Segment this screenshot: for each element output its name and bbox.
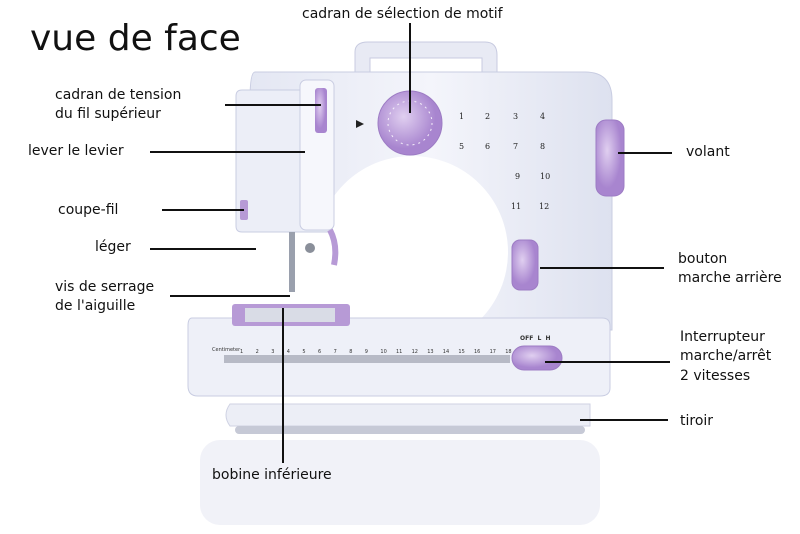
thread-cutter [240, 200, 248, 220]
leader-line [225, 104, 321, 106]
speed-switch[interactable] [511, 345, 563, 371]
stitch-number: 5 [459, 142, 465, 151]
label-tension-dial-line1: cadran de tension [55, 87, 182, 103]
label-switch-line2: marche/arrêt [680, 348, 772, 364]
leader-line [545, 361, 670, 363]
label-bobbin: bobine inférieure [212, 467, 332, 483]
stitch-number: 12 [539, 202, 550, 211]
ruler [224, 355, 510, 363]
leader-line [282, 308, 284, 463]
drawer[interactable] [225, 403, 591, 427]
stitch-number: 4 [540, 112, 546, 121]
ruler-number: 6 [318, 349, 322, 355]
stitch-number: 1 [459, 112, 465, 121]
switch-positions: OFF L H [520, 335, 551, 342]
ruler-number: 14 [442, 349, 450, 355]
ruler-number: 17 [489, 349, 496, 355]
label-thread-cutter: coupe-fil [58, 202, 119, 218]
needle-bar [289, 232, 295, 292]
label-switch-line1: Interrupteur [680, 329, 765, 345]
stitch-number: 9 [515, 172, 521, 181]
label-reverse-line1: bouton [678, 251, 728, 267]
tension-dial[interactable] [315, 88, 327, 133]
label-pattern-dial: cadran de sélection de motif [302, 6, 503, 22]
label-switch-line3: 2 vitesses [680, 368, 751, 384]
stitch-panel: 1 2 3 4 5 6 7 8 9 10 11 12 [455, 110, 565, 220]
label-needle-screw-line2: de l'aiguille [55, 298, 136, 314]
ruler-number: 9 [364, 349, 368, 355]
ruler-number: 15 [458, 349, 465, 355]
leader-line [540, 267, 664, 269]
leader-line [150, 248, 256, 250]
ruler-label: Centimeter [212, 347, 241, 353]
handwheel[interactable] [595, 119, 625, 197]
ruler-number: 7 [333, 349, 337, 355]
leader-line [409, 23, 411, 113]
ruler-number: 16 [474, 349, 481, 355]
label-reverse-line2: marche arrière [678, 270, 782, 286]
stitch-number: 6 [485, 142, 491, 151]
reflection [200, 440, 600, 525]
ruler-number: 12 [411, 349, 418, 355]
ruler-number: 2 [255, 349, 259, 355]
ruler-number: 3 [271, 349, 275, 355]
reverse-button[interactable] [511, 239, 539, 291]
ruler-number: 4 [286, 349, 290, 355]
label-drawer: tiroir [680, 413, 714, 429]
stitch-number: 7 [513, 142, 519, 151]
ruler-number: 13 [427, 349, 434, 355]
ruler-number: 11 [396, 349, 403, 355]
page-title: vue de face [30, 18, 241, 59]
arm-opening [316, 156, 508, 348]
stitch-number: 3 [513, 112, 519, 121]
ruler-number: 18 [505, 349, 512, 355]
stitch-number: 8 [540, 142, 546, 151]
leader-line [150, 151, 305, 153]
stitch-number: 10 [540, 172, 551, 181]
ruler-number: 5 [302, 349, 306, 355]
label-lever: lever le levier [28, 143, 124, 159]
label-handwheel: volant [686, 144, 730, 160]
ruler-number: 10 [380, 349, 387, 355]
leader-line [170, 295, 290, 297]
ruler-number: 1 [240, 349, 244, 355]
label-light: léger [95, 239, 131, 255]
stitch-number: 2 [485, 112, 491, 121]
ruler-number: 8 [349, 349, 353, 355]
stitch-number: 11 [511, 202, 522, 211]
leader-line [618, 152, 672, 154]
leader-line [162, 209, 244, 211]
label-needle-screw-line1: vis de serrage [55, 279, 155, 295]
label-tension-dial-line2: du fil supérieur [55, 106, 161, 122]
leader-line [580, 419, 668, 421]
